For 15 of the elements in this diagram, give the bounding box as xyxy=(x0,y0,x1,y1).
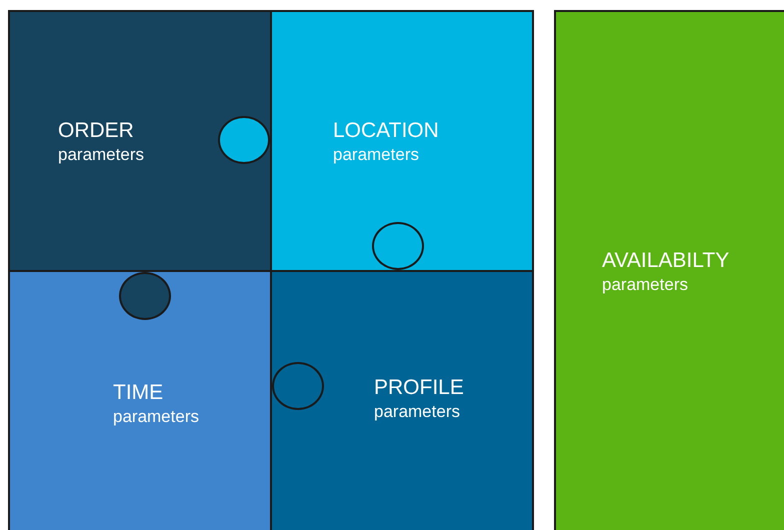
side-panel xyxy=(554,10,784,530)
piece-heading: TIME xyxy=(113,380,164,406)
piece-text: parameters xyxy=(374,401,461,423)
piece-heading: LOCATION xyxy=(333,118,439,144)
puzzle-piece xyxy=(270,270,534,530)
piece-heading: PROFILE xyxy=(374,375,464,401)
piece-text: parameters xyxy=(602,274,689,296)
piece-text: parameters xyxy=(333,144,420,166)
puzzle-piece xyxy=(8,10,272,272)
piece-text: parameters xyxy=(58,144,144,166)
puzzle-piece xyxy=(270,10,534,272)
puzzle-piece xyxy=(8,270,272,530)
piece-heading: AVAILABILTY xyxy=(602,248,730,274)
piece-heading: ORDER xyxy=(58,118,135,144)
piece-text: parameters xyxy=(113,406,199,428)
